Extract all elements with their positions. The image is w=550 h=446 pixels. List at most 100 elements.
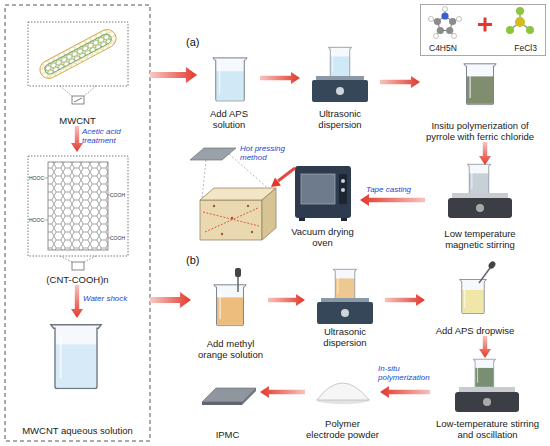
plate-edge	[202, 402, 242, 405]
pile	[317, 383, 369, 400]
nanotube-fiber	[205, 208, 258, 232]
beaker-glass	[460, 280, 487, 314]
knob	[341, 179, 345, 183]
step-node: Low-temperature stirring and oscillation	[430, 358, 545, 440]
zoom-frame	[28, 156, 128, 256]
pyrrole-molecule	[429, 7, 462, 39]
nanotube-fiber	[203, 212, 259, 226]
step-label: Low temperature magnetic stirring	[425, 228, 535, 250]
flow-arrow	[71, 126, 83, 152]
flow-arrow	[380, 386, 430, 398]
hydrogen-atom	[443, 7, 448, 12]
edge-label: Tape casting	[366, 185, 428, 194]
composite-block	[200, 188, 276, 240]
zoom-line	[202, 160, 206, 199]
zoom-line	[84, 86, 96, 96]
aps-dropwise-beaker	[460, 260, 497, 314]
panel-letter: (b)	[186, 254, 210, 266]
step-node: Low temperature magnetic stirring	[425, 165, 535, 250]
hydrogen-atom	[457, 17, 462, 22]
graphene-sheet	[48, 162, 108, 250]
stirrer-base	[448, 198, 512, 218]
dropper-tube	[237, 276, 239, 292]
oven-window	[301, 174, 335, 204]
chlorine-atom	[516, 7, 524, 15]
step-node: Add APS dropwise	[425, 262, 525, 336]
group-label: COOH	[110, 192, 130, 198]
step-node: Add methyl orange solution	[193, 268, 268, 360]
small-beaker	[467, 164, 490, 194]
beaker-glass	[213, 58, 247, 101]
step-label: Polymer electrode powder	[305, 418, 380, 440]
step-label: MWCNT	[59, 115, 95, 126]
small-beaker	[333, 269, 356, 299]
step-node: IPMC	[195, 360, 260, 440]
flow-arrow	[479, 336, 491, 358]
flow-arrow	[260, 72, 300, 84]
particle	[231, 217, 233, 219]
group-label: COOH	[110, 235, 130, 241]
nanotube	[37, 26, 120, 81]
step-label: Add APS solution	[198, 108, 260, 130]
stirring-oscillator	[455, 359, 519, 412]
carbon-atom	[449, 18, 456, 25]
step-label: IPMC	[216, 429, 240, 440]
step-label: C4H5N	[429, 43, 457, 53]
panel-letter: (a)	[186, 36, 210, 48]
dial	[341, 309, 349, 317]
aps-beaker	[213, 58, 247, 101]
zoom-source	[72, 262, 84, 270]
beaker-glass	[467, 164, 490, 194]
step-label: Ultrasonic dispersion	[300, 108, 380, 130]
control-panel	[339, 174, 347, 204]
step-node: Ultrasonic dispersion	[305, 268, 385, 348]
mini-tube	[74, 98, 82, 102]
step-label: Ultrasonic dispersion	[305, 326, 385, 348]
ferric-chloride-molecule	[506, 7, 534, 34]
group-label: HOOC	[29, 175, 49, 181]
beaker-glass	[214, 285, 246, 326]
reagent-inset: C4H5N FeCl3	[420, 4, 546, 56]
flow-arrow	[385, 294, 425, 306]
step-node: MWCNT	[15, 18, 140, 126]
chlorine-atom	[526, 26, 534, 34]
edge-label: Water shock	[83, 294, 143, 303]
aqueous-beaker	[51, 325, 101, 389]
step-node: Insitu polymerization of pyrrole with fe…	[420, 60, 540, 142]
step-label: Vacuum drying oven	[285, 226, 360, 248]
process-note: Hot pressing method	[240, 144, 304, 162]
hydrogen-atom	[452, 34, 457, 39]
carbon-atom	[434, 18, 441, 25]
beaker-glass	[333, 269, 356, 299]
particle	[221, 233, 223, 235]
press-arrow	[278, 168, 295, 181]
carbon-atom	[437, 27, 444, 34]
step-label: FeCl3	[514, 43, 537, 53]
press-arrow-head	[271, 178, 281, 188]
inner-wall	[43, 32, 113, 76]
knob	[341, 188, 345, 192]
carbon-atom	[446, 27, 453, 34]
edge-label: In-situ polymerization	[378, 364, 434, 382]
plate-top	[202, 388, 256, 402]
group-bond	[44, 220, 48, 221]
block-front	[200, 200, 262, 240]
methyl-orange-beaker	[214, 268, 246, 326]
branch-arrow	[150, 292, 191, 308]
magnetic-stirrer	[448, 164, 512, 218]
flow-arrow	[260, 386, 305, 398]
small-beaker	[328, 47, 351, 77]
nitrogen-atom	[441, 12, 448, 19]
group-label: HOOC	[29, 217, 49, 223]
step-node: Add APS solution	[198, 48, 260, 130]
dropper-bulb	[235, 268, 241, 277]
step-node: Polymer electrode powder	[305, 360, 380, 440]
hydrogen-atom	[429, 17, 434, 22]
stirrer-base	[455, 392, 519, 412]
knob	[476, 204, 484, 212]
beaker	[214, 285, 246, 326]
zoom-line	[60, 256, 72, 262]
dropper-bulb	[487, 260, 497, 270]
